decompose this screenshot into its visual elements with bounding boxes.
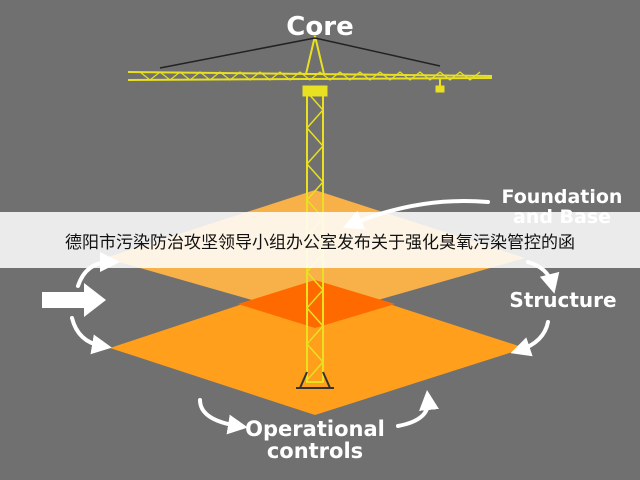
label-foundation-line-1: Foundation bbox=[501, 186, 623, 208]
curved-arrow-icon bbox=[396, 390, 439, 428]
headline-banner: 德阳市污染防治攻坚领导小组办公室发布关于强化臭氧污染管控的函 bbox=[0, 212, 640, 268]
curved-arrow-icon bbox=[70, 316, 112, 355]
label-structure: Structure bbox=[509, 288, 617, 312]
label-operational-line-1: Operational bbox=[245, 417, 385, 441]
curved-arrow-icon bbox=[510, 320, 550, 357]
layer-bottom bbox=[110, 280, 525, 415]
label-operational-line-2: controls bbox=[266, 439, 364, 464]
label-operational-controls: Operational controls bbox=[225, 418, 405, 462]
right-arrow-icon bbox=[42, 283, 106, 317]
curved-arrow-icon bbox=[198, 398, 248, 435]
layer-overlap bbox=[238, 280, 395, 328]
label-core: Core bbox=[286, 12, 354, 42]
banner-text: 德阳市污染防治攻坚领导小组办公室发布关于强化臭氧污染管控的函 bbox=[65, 232, 575, 253]
